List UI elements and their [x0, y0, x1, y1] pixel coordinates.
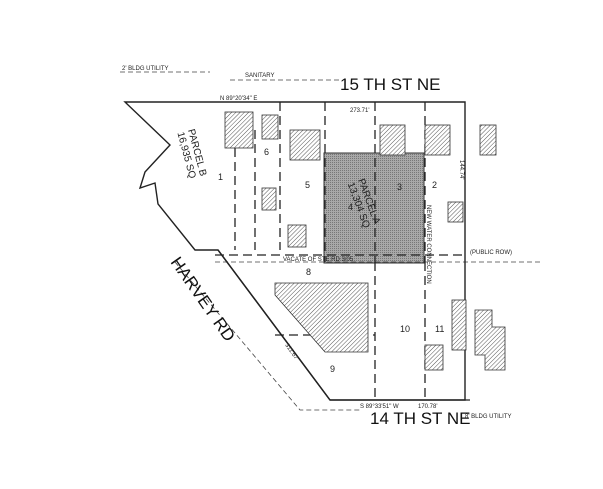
- lot-number: 4: [348, 202, 353, 212]
- street-south-label: 14 TH ST NE: [370, 409, 470, 428]
- lot-number: 8: [306, 267, 311, 277]
- south-bearing: S 89°33'51" W: [360, 404, 399, 410]
- utility-line-harvey: [174, 261, 360, 411]
- building: [424, 344, 444, 371]
- bottom-dimension: 170.78': [418, 404, 438, 410]
- street-west-label: HARVEY RD: [167, 253, 239, 345]
- building: [447, 201, 464, 223]
- harvey-rd-edge: [217, 249, 331, 401]
- top-dimension: 273.71': [350, 108, 370, 114]
- lot-number: 10: [400, 324, 410, 334]
- building: [261, 187, 277, 211]
- lot-number: 1: [218, 172, 223, 182]
- street-north-label: 15 TH ST NE: [340, 75, 440, 94]
- building: [287, 224, 307, 248]
- lot-number: 2: [432, 180, 437, 190]
- sanitary-label: SANITARY: [245, 73, 274, 79]
- building: [379, 124, 406, 156]
- lot-lines: [215, 102, 465, 400]
- utility-line-north: [120, 71, 340, 81]
- north-bearing: N 89°20'34" E: [220, 96, 257, 102]
- building: [274, 282, 369, 353]
- buildings: [224, 111, 506, 371]
- parcel-a-area[interactable]: [323, 152, 425, 264]
- building: [424, 124, 451, 156]
- lot-number: 6: [264, 147, 269, 157]
- utility-note-north: 2' BLDG UTILITY: [122, 66, 169, 72]
- lot-number: 11: [435, 324, 444, 334]
- building: [474, 309, 506, 371]
- lot-number: 3: [397, 182, 402, 192]
- building: [479, 124, 497, 156]
- vacate-label: VACATE OF STE RD 3/05: [283, 257, 354, 263]
- building: [451, 299, 467, 351]
- new-water-label: NEW WATER CONNECTION: [425, 205, 431, 284]
- right-dimension: 144.74': [458, 160, 464, 180]
- building: [261, 114, 279, 140]
- building: [224, 111, 254, 149]
- public-row-label: (PUBLIC ROW): [470, 250, 512, 256]
- harvey-dimension: 311.67': [283, 343, 299, 362]
- lot-number: 5: [305, 180, 310, 190]
- lot-number: 9: [330, 364, 335, 374]
- utility-note-south: 8' BLDG UTILITY: [465, 414, 512, 420]
- building: [289, 129, 321, 161]
